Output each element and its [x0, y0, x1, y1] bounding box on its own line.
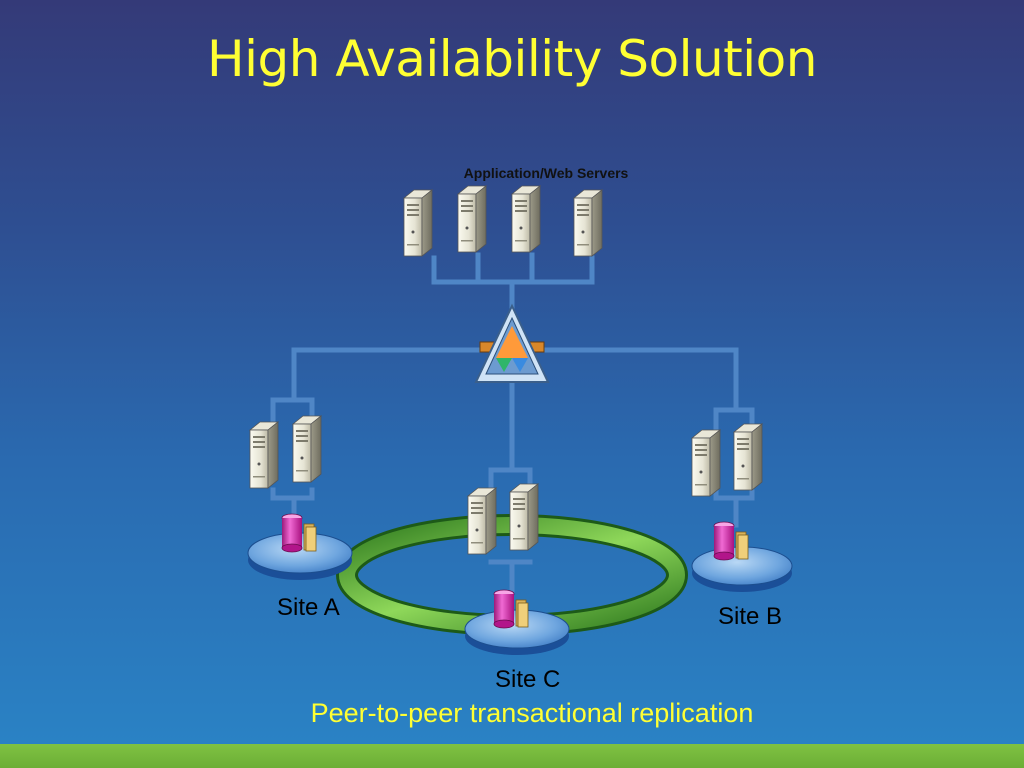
app-web-servers-label: Application/Web Servers [463, 165, 629, 181]
web-server-group [403, 185, 603, 257]
site-b-database-icon [713, 521, 749, 561]
site-a-node [247, 415, 353, 580]
site-b-node [691, 423, 793, 592]
site-c-server-icon [509, 483, 539, 551]
site-a-label: Site A [277, 594, 340, 621]
web-server-icon [403, 189, 433, 257]
site-b-label: Site B [718, 603, 783, 630]
web-server-icon [511, 185, 541, 253]
site-c-label: Site C [495, 666, 561, 693]
load-balancer-icon [474, 303, 550, 383]
site-c-server-icon [467, 487, 497, 555]
site-b-server-icon [733, 423, 763, 491]
site-a-server-icon [292, 415, 322, 483]
slide-title: High Availability Solution [207, 30, 817, 88]
site-c-database-icon [493, 589, 529, 629]
footer-bar [0, 744, 1024, 768]
site-a-database-icon [281, 513, 317, 553]
replication-caption: Peer-to-peer transactional replication [310, 698, 754, 728]
web-server-icon [573, 189, 603, 257]
site-b-server-icon [691, 429, 721, 497]
site-c-node [464, 483, 570, 655]
web-server-icon [457, 185, 487, 253]
site-a-server-icon [249, 421, 279, 489]
